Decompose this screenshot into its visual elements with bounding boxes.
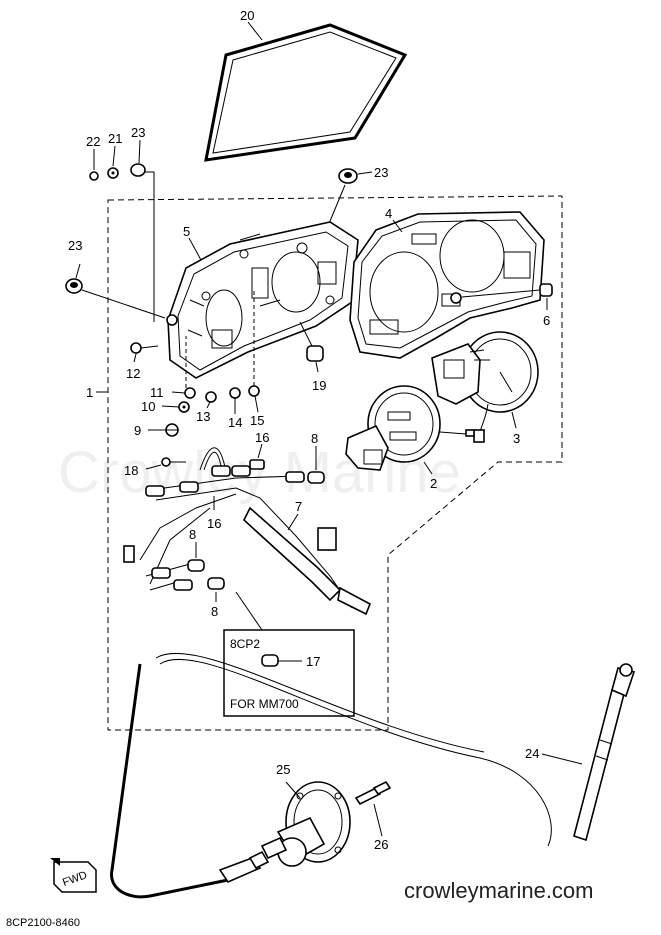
grommet-23b: [65, 278, 83, 294]
wire-harness: [123, 447, 372, 616]
callout-22: 22: [86, 134, 100, 149]
drive-unit-25: [260, 781, 351, 867]
leader-18: [145, 464, 162, 470]
leader-13: [206, 401, 211, 409]
leader-23a: [138, 139, 141, 164]
cap-6: [539, 283, 553, 297]
leader-5: [188, 237, 202, 261]
leader-15: [254, 395, 259, 413]
leader-10: [161, 405, 180, 408]
callout-15: 15: [250, 413, 264, 428]
meter-panel: [349, 211, 545, 359]
washer-15: [248, 385, 260, 397]
callout-11: 11: [150, 385, 164, 400]
callout-23b: 23: [68, 238, 82, 253]
leader-23a-down: [145, 171, 155, 322]
nut-10: [178, 401, 190, 413]
callout-20: 20: [240, 8, 254, 23]
callout-18: 18: [124, 463, 138, 478]
leader-19-up: [299, 321, 313, 347]
leader-3: [511, 411, 517, 429]
speedometer-cable: [110, 653, 636, 899]
callout-8c: 8: [211, 604, 218, 619]
leader-11: [171, 391, 186, 394]
screw-on-panel: [450, 292, 462, 304]
meter-case: [167, 221, 359, 379]
callout-9: 9: [134, 423, 141, 438]
screw-12: [130, 342, 159, 354]
leader-23b-to-case: [81, 289, 166, 319]
leader-2: [423, 461, 433, 475]
leader-24: [541, 753, 583, 765]
bezel-gasket: [204, 23, 408, 162]
site-name: crowleymarine.com: [404, 878, 594, 903]
bulb-8c: [207, 577, 225, 590]
tachometer-gauge: [431, 331, 539, 443]
callout-23a: 23: [131, 125, 145, 140]
callout-1: 1: [86, 385, 93, 400]
cap-19: [306, 345, 324, 362]
fastener-21: [107, 167, 119, 179]
leader-25: [285, 781, 301, 799]
leader-12: [133, 353, 137, 363]
fastener-22: [89, 171, 99, 181]
leader-4: [392, 219, 403, 233]
callout-16a: 16: [255, 430, 269, 445]
case-screw: [166, 314, 178, 326]
callout-16b: 16: [207, 516, 221, 531]
callout-26: 26: [374, 837, 388, 852]
leader-8c-to-box: [235, 591, 263, 631]
callout-8a: 8: [311, 431, 318, 446]
leader-6-line: [461, 289, 541, 298]
callout-13: 13: [196, 409, 210, 424]
callout-17: 17: [306, 654, 320, 669]
callout-19: 19: [312, 378, 326, 393]
bulb-8a: [307, 471, 325, 484]
washer-13: [205, 391, 217, 403]
pin-26: [354, 780, 392, 806]
screw-18: [161, 457, 186, 467]
leader-23c-down: [327, 184, 346, 227]
washer-11: [184, 387, 196, 399]
fwd-arrow-tag: FWD: [50, 858, 97, 893]
callout-7: 7: [295, 499, 302, 514]
callout-14: 14: [228, 415, 242, 430]
leader-23c: [357, 171, 373, 175]
callout-10: 10: [141, 399, 155, 414]
callout-2: 2: [430, 476, 437, 491]
washer-14: [229, 387, 241, 399]
bulb-17: [261, 654, 279, 667]
callout-21: 21: [108, 131, 122, 146]
callout-23c: 23: [374, 165, 388, 180]
figure-code: 8CP2100-8460: [6, 917, 80, 929]
socket-16a: [249, 459, 265, 470]
callout-25: 25: [276, 762, 290, 777]
leader-19: [315, 361, 319, 373]
leader-23b: [75, 263, 81, 279]
callout-8b: 8: [189, 527, 196, 542]
grommet-23c: [338, 168, 358, 184]
callout-5: 5: [183, 224, 190, 239]
leader-21: [112, 145, 116, 167]
callout-24: 24: [525, 746, 539, 761]
callout-3: 3: [513, 431, 520, 446]
speedometer-gauge: [345, 385, 475, 471]
grommet-23a: [130, 163, 146, 177]
leader-26: [373, 803, 383, 837]
callout-12: 12: [126, 366, 140, 381]
bulb-8b: [187, 559, 205, 572]
inset-title: 8CP2: [230, 637, 260, 651]
screw-9: [165, 423, 179, 437]
leader-16a: [257, 443, 263, 459]
leader-20: [247, 21, 263, 41]
inset-footer: FOR MM700: [230, 697, 299, 711]
callout-6: 6: [543, 313, 550, 328]
callout-4: 4: [385, 206, 392, 221]
leader-7: [287, 513, 299, 531]
inset-box: 8CP2 FOR MM700: [223, 629, 355, 717]
